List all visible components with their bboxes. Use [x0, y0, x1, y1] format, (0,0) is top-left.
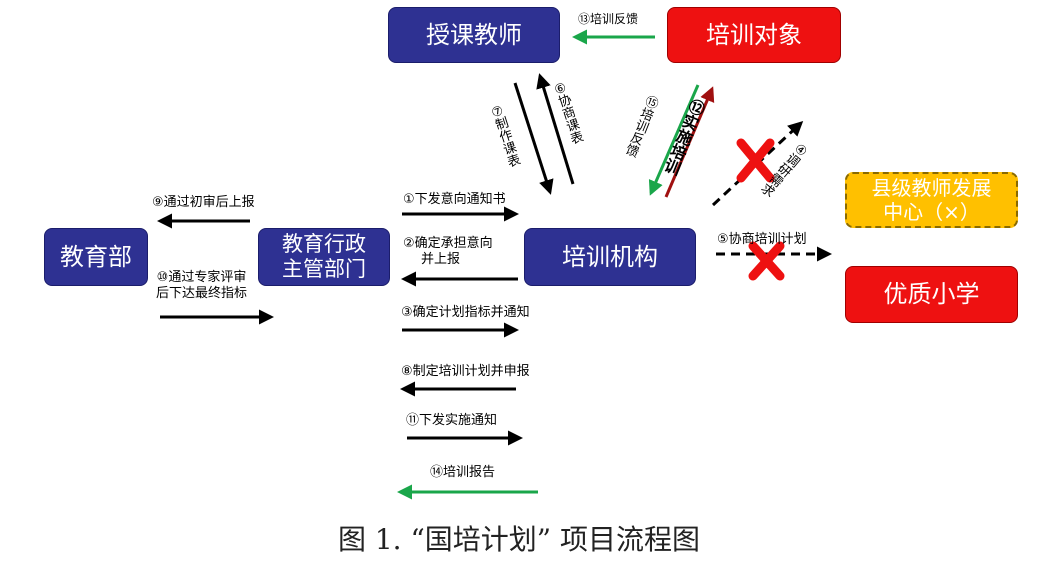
label-e10: ⑩通过专家评审 后下达最终指标: [156, 270, 247, 302]
node-jiaoshi: 授课教师: [388, 7, 560, 63]
node-jigou: 培训机构: [524, 228, 696, 286]
node-jiaoshi-label: 授课教师: [426, 20, 522, 49]
label-e2: ②确定承担意向 并上报: [403, 236, 493, 268]
node-zhuguan-line2: 主管部门: [282, 257, 366, 281]
label-e2-line2: 并上报: [421, 252, 461, 267]
label-e8: ⑧制定培训计划并申报: [401, 364, 530, 379]
arrow-e6: [536, 73, 575, 185]
node-jigou-label: 培训机构: [562, 242, 658, 271]
label-e10-line2: 后下达最终指标: [156, 286, 248, 301]
node-jiaoyubu: 教育部: [44, 228, 148, 286]
label-e1: ①下发意向通知书: [403, 192, 506, 207]
node-duixiang-label: 培训对象: [706, 20, 802, 49]
node-zhuguan: 教育行政 主管部门: [258, 228, 390, 286]
node-xianji-line1: 县级教师发展: [871, 176, 992, 200]
arrow-e12: [664, 86, 715, 198]
label-e10-line1: ⑩通过专家评审: [156, 270, 247, 285]
label-e9: ⑨通过初审后上报: [152, 195, 255, 210]
figure-caption: 图 1. “国培计划” 项目流程图: [337, 523, 701, 556]
node-xianji: 县级教师发展 中心（×）: [845, 172, 1018, 228]
node-xianji-line2: 中心（×）: [883, 200, 980, 224]
node-duixiang: 培训对象: [667, 7, 841, 63]
node-zhuguan-line1: 教育行政: [282, 231, 366, 256]
node-jiaoyubu-label: 教育部: [60, 242, 132, 271]
label-e14: ⑭培训报告: [430, 465, 496, 480]
arrow-e7: [513, 82, 554, 195]
node-youzhi-label: 优质小学: [883, 280, 980, 309]
label-e3: ③确定计划指标并通知: [401, 305, 530, 320]
label-e5: ⑤协商培训计划: [717, 232, 807, 247]
arrow-e15: [648, 84, 700, 196]
cross-mark-e5: [748, 241, 785, 281]
node-youzhi: 优质小学: [845, 266, 1018, 323]
label-e13: ⑬培训反馈: [578, 12, 639, 26]
cross-mark-e4: [736, 138, 775, 183]
label-e11: ⑪下发实施通知: [406, 413, 498, 428]
label-e2-line1: ②确定承担意向: [403, 236, 493, 251]
